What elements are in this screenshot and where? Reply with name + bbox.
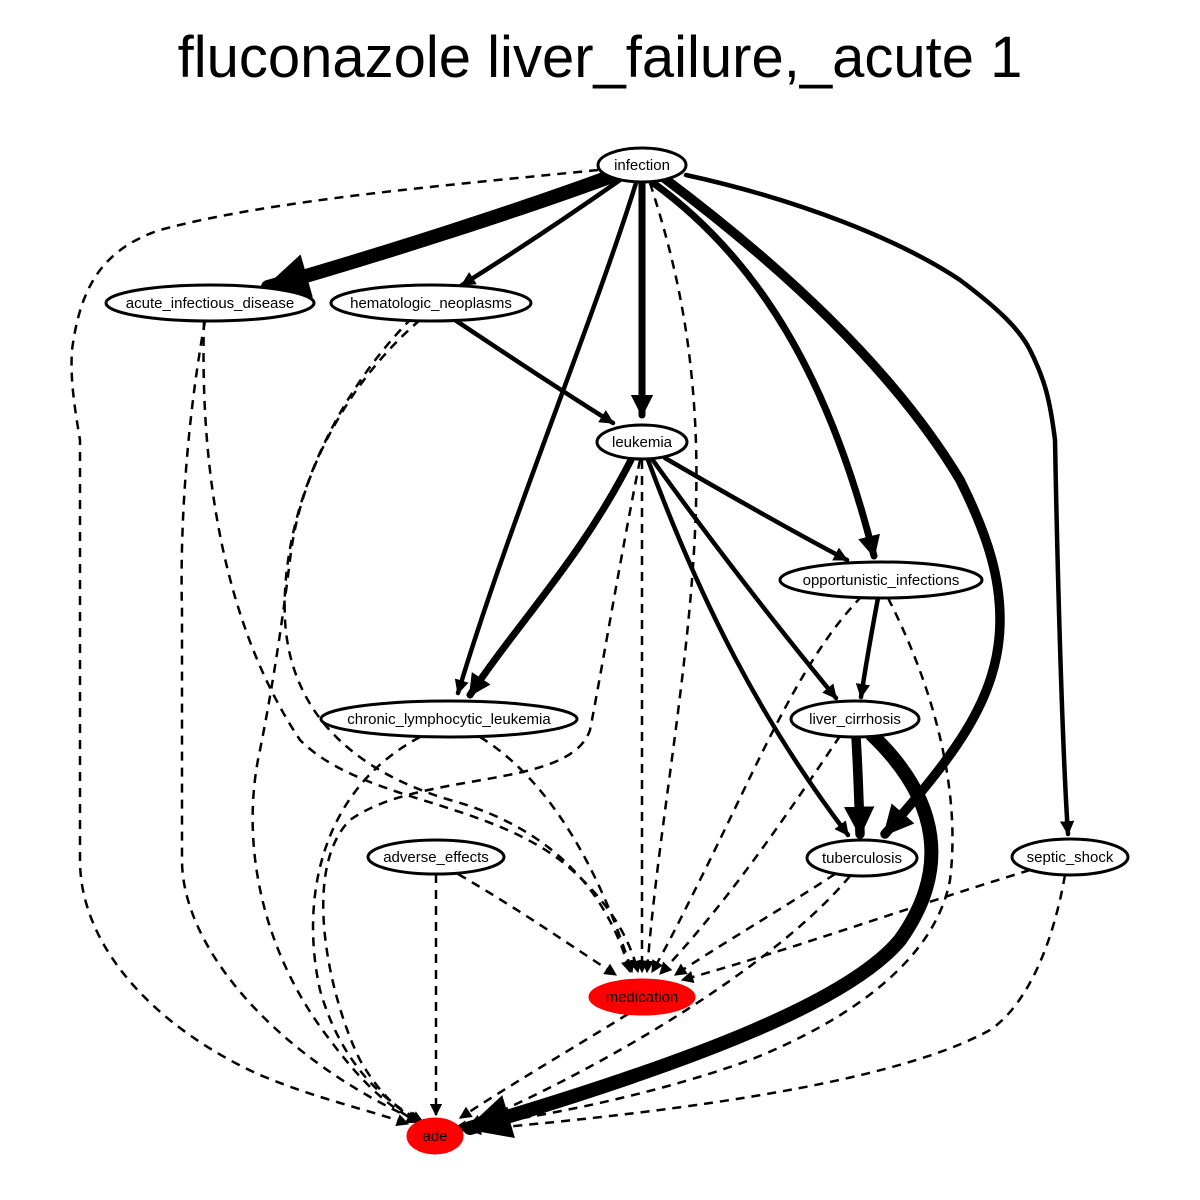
node-shape-leukemia — [595, 423, 689, 461]
node-opportunistic_infections: opportunistic_infections — [778, 560, 984, 600]
edge-adverse_effects-to-medication — [457, 872, 618, 977]
edge-infection-to-hematologic_neoplasms — [459, 177, 623, 288]
node-label-opportunistic_infections: opportunistic_infections — [803, 572, 960, 589]
edge-infection-to-tuberculosis — [659, 173, 1005, 839]
edge-liver_cirrhosis-to-medication — [659, 735, 842, 975]
edge-acute_infectious_disease-to-medication — [202, 320, 642, 974]
node-label-acute_infectious_disease: acute_infectious_disease — [126, 295, 294, 312]
edge-opportunistic_infections-to-medication — [650, 595, 863, 974]
edge-tuberculosis-to-medication — [673, 872, 836, 977]
edge-hematologic_neoplasms-to-leukemia — [452, 317, 616, 426]
edge-leukemia-to-opportunistic_infections — [662, 455, 850, 563]
edge-opportunistic_infections-to-liver_cirrhosis — [855, 595, 881, 700]
node-shape-tuberculosis — [805, 838, 919, 878]
edge-liver_cirrhosis-to-ade — [463, 728, 939, 1139]
node-layer: infection acute_infectious_disease hematol… — [104, 146, 1130, 1155]
edge-acute_infectious_disease-to-ade — [180, 320, 422, 1124]
edge-leukemia-to-liver_cirrhosis — [649, 456, 839, 701]
edge-septic_shock-to-ade — [468, 874, 1067, 1136]
node-label-medication: medication — [606, 989, 679, 1006]
node-label-liver_cirrhosis: liver_cirrhosis — [809, 711, 901, 728]
edge-tuberculosis-to-ade — [468, 875, 851, 1127]
edge-infection-to-medication — [641, 182, 698, 974]
node-shape-infection — [596, 146, 688, 184]
node-shape-adverse_effects — [366, 838, 506, 876]
edge-medication-to-ade — [458, 1012, 629, 1120]
node-adverse_effects: adverse_effects — [366, 838, 506, 876]
node-shape-hematologic_neoplasms — [329, 283, 533, 323]
edge-leukemia-to-ade — [322, 459, 642, 1124]
node-chronic_lymphocytic_leukemia: chronic_lymphocytic_leukemia — [319, 699, 579, 739]
node-leukemia: leukemia — [595, 423, 689, 461]
node-label-infection: infection — [614, 157, 670, 174]
edge-septic_shock-to-medication — [680, 868, 1031, 984]
edge-liver_cirrhosis-to-tuberculosis — [844, 732, 875, 839]
edge-infection-to-ade — [70, 168, 599, 1126]
node-acute_infectious_disease: acute_infectious_disease — [104, 283, 316, 323]
node-shape-liver_cirrhosis — [789, 699, 921, 739]
node-shape-medication — [588, 978, 696, 1016]
edge-infection-to-opportunistic_infections — [648, 178, 880, 560]
edge-opportunistic_infections-to-ade — [453, 597, 954, 1133]
node-shape-opportunistic_infections — [778, 560, 984, 600]
node-label-ade: ade — [422, 1128, 447, 1145]
edge-chronic_lymphocytic_leukemia-to-ade — [311, 735, 425, 1124]
node-shape-ade — [406, 1117, 464, 1155]
node-medication: medication — [588, 978, 696, 1016]
edge-infection-to-septic_shock — [683, 172, 1075, 837]
node-hematologic_neoplasms: hematologic_neoplasms — [329, 283, 533, 323]
node-tuberculosis: tuberculosis — [805, 838, 919, 878]
node-infection: infection — [596, 146, 688, 184]
node-label-septic_shock: septic_shock — [1027, 849, 1114, 866]
edge-infection-to-acute_infectious_disease — [261, 169, 619, 298]
node-septic_shock: septic_shock — [1010, 837, 1130, 877]
edge-hematologic_neoplasms-to-medication — [283, 317, 634, 974]
edge-layer — [70, 168, 1075, 1139]
diagram-title: fluconazole liver_failure,_acute 1 — [177, 25, 1023, 90]
node-label-adverse_effects: adverse_effects — [383, 849, 489, 866]
node-liver_cirrhosis: liver_cirrhosis — [789, 699, 921, 739]
edge-chronic_lymphocytic_leukemia-to-medication — [479, 735, 635, 974]
node-shape-septic_shock — [1010, 837, 1130, 877]
edge-hematologic_neoplasms-to-ade — [251, 319, 421, 1124]
node-label-tuberculosis: tuberculosis — [822, 850, 902, 867]
node-shape-chronic_lymphocytic_leukemia — [319, 699, 579, 739]
node-label-leukemia: leukemia — [612, 434, 673, 451]
node-label-chronic_lymphocytic_leukemia: chronic_lymphocytic_leukemia — [347, 711, 551, 728]
edge-infection-to-chronic_lymphocytic_leukemia — [454, 180, 639, 696]
node-label-hematologic_neoplasms: hematologic_neoplasms — [350, 295, 512, 312]
edge-leukemia-to-tuberculosis — [645, 457, 851, 838]
edge-leukemia-to-chronic_lymphocytic_leukemia — [466, 454, 636, 699]
node-shape-acute_infectious_disease — [104, 283, 316, 323]
node-ade: ade — [406, 1117, 464, 1155]
